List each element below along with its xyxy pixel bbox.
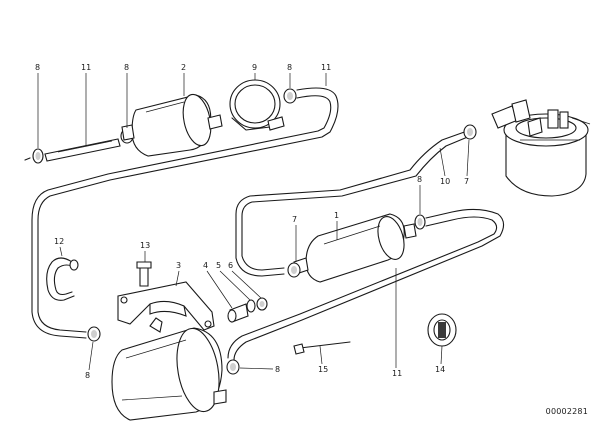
svg-text:9: 9: [252, 63, 257, 72]
callout-14-grommet: 14: [435, 345, 445, 374]
hose-clamp-top: [283, 88, 297, 104]
callout-11-right-loop: 11: [392, 268, 402, 378]
svg-text:6: 6: [228, 261, 233, 270]
hose-clamp-pump-outlet: [414, 214, 426, 230]
fuel-hose-to-pump: [235, 129, 471, 277]
svg-text:11: 11: [81, 63, 91, 72]
callout-1-electric-pump: 1: [334, 211, 339, 240]
hose-clamp-lower-right: [226, 359, 240, 375]
svg-text:4: 4: [203, 261, 208, 270]
svg-text:8: 8: [124, 63, 129, 72]
bracket-screw: [136, 261, 152, 287]
callout-12-curved-hose: 12: [54, 237, 64, 257]
callout-4-nipple: 4: [203, 261, 233, 309]
pump-mounting-bracket: [117, 281, 215, 331]
callout-7-right-clamp: 7: [464, 139, 470, 186]
hose-clamp-lower-left: [87, 326, 101, 342]
callout-10-pump-hose: 10: [439, 147, 450, 186]
callout-7-pump-inlet: 7: [292, 215, 297, 262]
svg-text:11: 11: [321, 63, 331, 72]
callout-9-bracket-ring: 9: [252, 63, 257, 80]
hose-clamp-right: [463, 124, 477, 140]
fuel-hose-curved: [46, 257, 79, 301]
svg-text:8: 8: [287, 63, 292, 72]
callout-11-top-hose: 11: [321, 63, 331, 86]
svg-text:12: 12: [54, 237, 64, 246]
callout-13-screw: 13: [140, 241, 150, 262]
callout-2-fuel-filter: 2: [181, 63, 186, 96]
fuel-accumulator: [111, 317, 227, 421]
svg-text:8: 8: [275, 365, 280, 374]
callout-8-lower-right: 8: [239, 365, 280, 374]
svg-text:8: 8: [417, 175, 422, 184]
svg-text:13: 13: [140, 241, 150, 250]
callout-8-filter-inlet: 8: [124, 63, 129, 128]
callout-8-top-clamp: 8: [287, 63, 292, 88]
svg-text:7: 7: [292, 215, 297, 224]
svg-text:14: 14: [435, 365, 445, 374]
callout-8-lower-left: 8: [85, 341, 94, 380]
fuel-hose-short: [44, 138, 121, 162]
callout-5-washer: 5: [216, 261, 251, 301]
callout-15-cable-tie: 15: [318, 345, 328, 374]
callout-3-bracket: 3: [175, 261, 181, 287]
svg-text:5: 5: [216, 261, 221, 270]
fitting-washer: [246, 299, 256, 313]
callout-8-pump-outlet: 8: [417, 175, 422, 214]
fuel-hose-right-loop: [227, 208, 505, 361]
fuel-filter: [121, 93, 223, 157]
svg-text:8: 8: [35, 63, 40, 72]
svg-text:2: 2: [181, 63, 186, 72]
fuel-hose-long-return: [31, 87, 339, 339]
rubber-grommet: [427, 313, 457, 347]
svg-text:3: 3: [176, 261, 181, 270]
fuel-tank-sender-unit: [491, 99, 591, 197]
reference-code: 00002281: [545, 407, 588, 416]
hose-clamp-pump-inlet: [287, 262, 301, 278]
callout-8-top-left: 8: [35, 63, 40, 148]
callout-11-short-hose: 11: [81, 63, 91, 146]
svg-text:11: 11: [392, 369, 402, 378]
hose-clamp-left: [24, 148, 44, 164]
callout-6-nut: 6: [228, 261, 262, 299]
cable-tie: [293, 341, 351, 355]
filter-bracket-ring: [229, 79, 285, 131]
fitting-nipple: [227, 303, 249, 323]
svg-text:15: 15: [318, 365, 328, 374]
svg-text:8: 8: [85, 371, 90, 380]
svg-text:1: 1: [334, 211, 339, 220]
svg-text:7: 7: [464, 177, 469, 186]
electric-fuel-pump: [293, 213, 417, 283]
fitting-nut: [256, 297, 268, 311]
svg-text:10: 10: [440, 177, 450, 186]
callouts: 8 11 8 2 9 8 11 10: [35, 63, 470, 380]
